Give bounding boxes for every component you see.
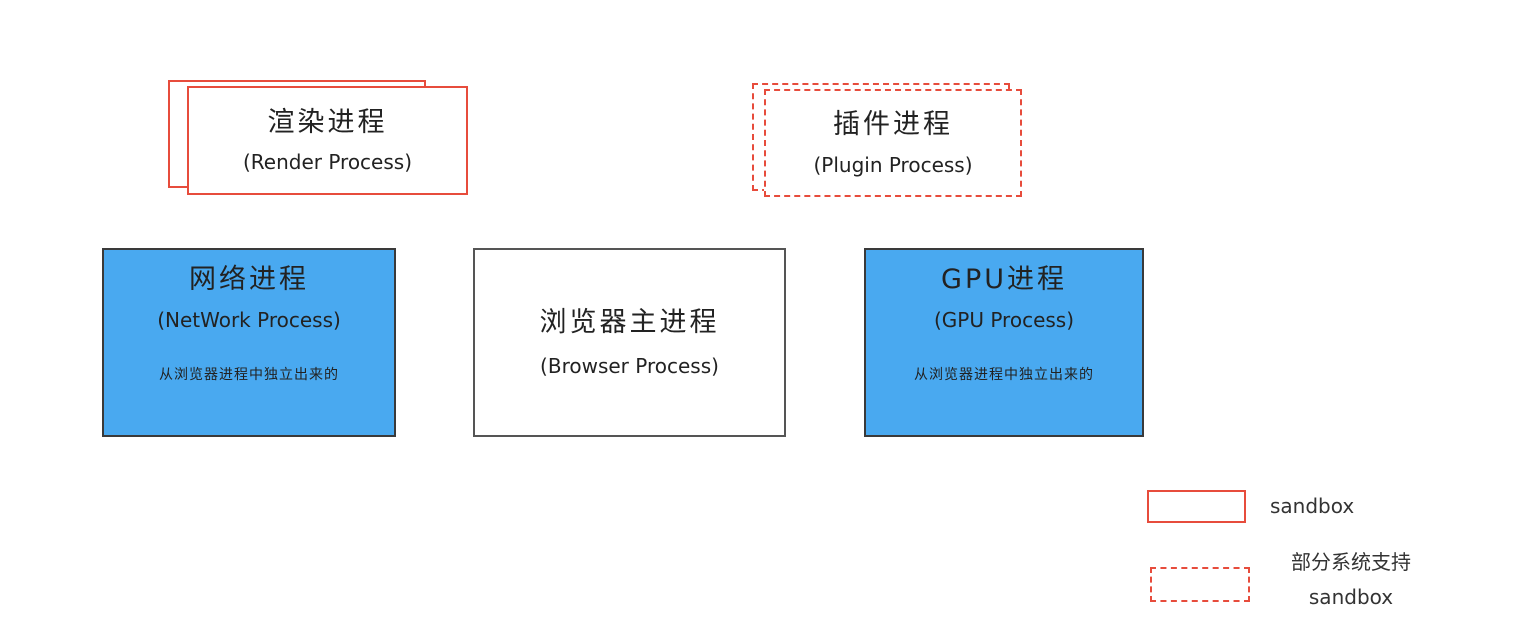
network-process-box: 网络进程 (NetWork Process) 从浏览器进程中独立出来的 <box>102 248 396 437</box>
network-process-subtitle: (NetWork Process) <box>157 308 341 333</box>
legend-sandbox-swatch <box>1147 490 1246 523</box>
network-process-note: 从浏览器进程中独立出来的 <box>159 367 339 384</box>
legend-sandbox-label: sandbox <box>1270 494 1355 518</box>
render-process-box: 渲染进程 (Render Process) <box>187 86 468 195</box>
legend-partial-line2: sandbox <box>1308 585 1394 609</box>
network-process-title: 网络进程 <box>189 264 309 295</box>
plugin-process-subtitle: (Plugin Process) <box>813 153 973 178</box>
plugin-process-title: 插件进程 <box>833 108 953 140</box>
legend-partial-sandbox-swatch <box>1150 567 1250 602</box>
gpu-process-box: GPU进程 (GPU Process) 从浏览器进程中独立出来的 <box>864 248 1144 437</box>
gpu-process-subtitle: (GPU Process) <box>933 308 1075 333</box>
browser-process-title: 浏览器主进程 <box>539 307 720 339</box>
browser-process-subtitle: (Browser Process) <box>540 353 719 378</box>
gpu-process-note: 从浏览器进程中独立出来的 <box>914 367 1094 384</box>
render-process-title: 渲染进程 <box>267 107 388 139</box>
legend-partial-sandbox-label: 部分系统支持 sandbox <box>1276 550 1426 610</box>
legend-partial-line1: 部分系统支持 <box>1291 550 1411 574</box>
gpu-process-title: GPU进程 <box>941 264 1067 295</box>
plugin-process-box: 插件进程 (Plugin Process) <box>764 89 1022 197</box>
browser-process-box: 浏览器主进程 (Browser Process) <box>473 248 786 437</box>
render-process-subtitle: (Render Process) <box>242 149 413 174</box>
